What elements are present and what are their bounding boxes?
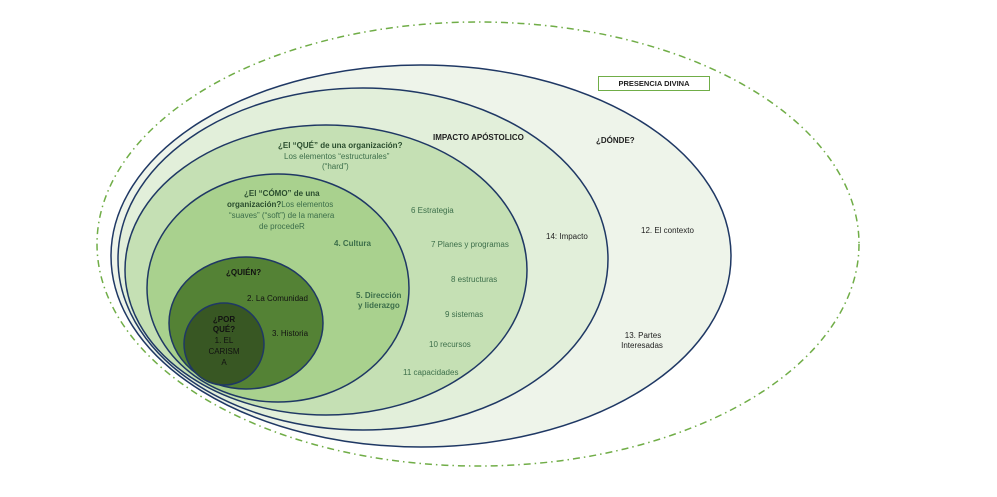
como-subtitle-2: “suaves” (“soft”) de la manera — [229, 211, 335, 220]
impacto-title: IMPACTO APÓSTOLICO — [433, 133, 524, 142]
como-title-2: organización? — [227, 200, 282, 209]
donde-item-contexto: 12. El contexto — [641, 226, 694, 235]
que-item-estrategia: 6 Estrategia — [411, 206, 454, 215]
quien-item-comunidad: 2. La Comunidad — [247, 294, 308, 303]
impacto-item: 14: Impacto — [546, 232, 588, 241]
porque-line-2: QUÉ? — [212, 325, 236, 334]
porque-line-3: 1. EL — [214, 336, 234, 345]
como-subtitle-inline: Los elementos — [281, 200, 334, 209]
como-subtitle-3: de procedeR — [259, 222, 305, 231]
que-item-recursos: 10 recursos — [429, 340, 471, 349]
quien-item-historia: 3. Historia — [272, 329, 309, 338]
porque-line-5: A — [221, 358, 227, 367]
presencia-divina-label: PRESENCIA DIVINA — [618, 79, 690, 88]
porque-line-4: CARISM — [208, 347, 240, 356]
que-item-capacidades: 11 capacidades — [403, 368, 459, 377]
como-item-cultura: 4. Cultura — [334, 239, 371, 248]
como-item-liderazgo: y liderazgo — [358, 301, 400, 310]
quien-title: ¿QUIÉN? — [226, 268, 262, 277]
porque-ellipse — [183, 302, 265, 386]
donde-item-partes: 13. Partes — [624, 331, 662, 340]
porque-line-1: ¿POR — [212, 315, 236, 324]
donde-title: ¿DÓNDE? — [596, 136, 635, 145]
que-item-estructuras: 8 estructuras — [451, 275, 498, 284]
que-item-sistemas: 9 sistemas — [445, 310, 484, 319]
presencia-divina-dashed-ellipse — [96, 21, 860, 467]
donde-item-interesadas: Interesadas — [621, 341, 663, 350]
que-subtitle-2: (“hard”) — [322, 162, 349, 171]
que-title: ¿El “QUÉ” de una organización? — [278, 141, 403, 150]
como-item-direccion: 5. Dirección — [356, 291, 402, 300]
como-title-line-2: organización?Los elementos — [227, 200, 333, 210]
que-item-planes: 7 Planes y programas — [431, 240, 509, 249]
presencia-divina-box: PRESENCIA DIVINA — [598, 76, 710, 91]
que-subtitle-1: Los elementos “estructurales” — [284, 152, 390, 161]
como-title-1: ¿El “CÓMO” de una — [244, 189, 320, 198]
